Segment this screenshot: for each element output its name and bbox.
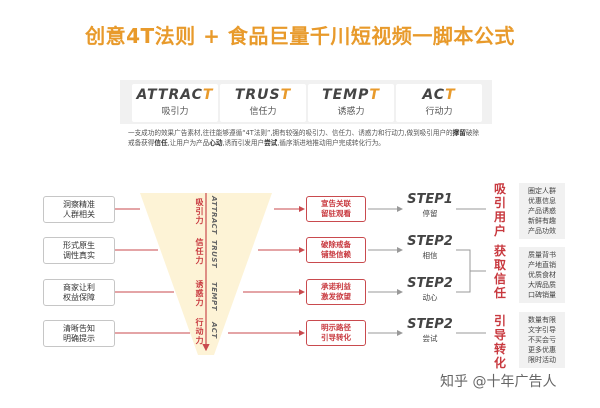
header-word-trust: TRUST 信任力	[220, 84, 306, 122]
mid-box-1: 宣告关联 留驻观看	[306, 196, 366, 222]
left-box-4: 清晰告知 明确提示	[43, 320, 115, 347]
header-word-act: ACT 行动力	[396, 84, 482, 122]
left-box-2: 形式原生 调性真实	[43, 237, 115, 264]
detail-list-1: 圈定人群 优惠信息 产品诱惑 新鲜有趣 产品功效	[519, 183, 565, 239]
funnel-label-en-attract: ATTRACT	[210, 196, 218, 235]
category-guide-conversion: 引导转化	[493, 314, 506, 370]
description-text: 一支成功的效果广告素材,往往能够遵循“4T法则”,拥有较强的吸引力、信任力、诱惑…	[128, 129, 480, 147]
header-word-tempt: TEMPT 诱惑力	[308, 84, 394, 122]
funnel-label-en-trust: TRUST	[210, 240, 218, 269]
page-title: 创意4T法则 + 食品巨量千川短视频一脚本公式	[85, 24, 515, 48]
left-box-3: 商家让利 权益保障	[43, 279, 115, 306]
funnel-label-cn-act: 行动力	[195, 318, 204, 345]
left-box-1: 洞察精准 人群相关	[43, 196, 115, 223]
header-word-attract: ATTRACT 吸引力	[132, 84, 218, 122]
mid-box-2: 破除戒备 铺垫信赖	[306, 237, 366, 263]
funnel-label-en-act: ACT	[210, 322, 218, 339]
funnel-label-en-tempt: TEMPT	[210, 282, 218, 311]
mid-box-3: 承诺利益 激发欲望	[306, 279, 366, 305]
category-attract-users: 吸引用户	[493, 182, 506, 238]
funnel-label-cn-trust: 信任力	[195, 238, 204, 265]
funnel-label-cn-tempt: 诱惑力	[195, 280, 204, 307]
funnel-label-cn-attract: 吸引力	[195, 198, 204, 225]
mid-box-4: 明示路径 引导转化	[306, 320, 366, 346]
watermark: 知乎 @十年广告人	[440, 374, 557, 390]
cat-bracket-2	[456, 249, 486, 293]
detail-list-2: 质量背书 产地直销 优质食材 大牌品质 口碑销量	[519, 247, 565, 303]
detail-list-3: 数量有限 文字引导 不买会亏 更多优惠 限时活动	[519, 312, 565, 368]
category-gain-trust: 获取信任	[493, 244, 506, 300]
